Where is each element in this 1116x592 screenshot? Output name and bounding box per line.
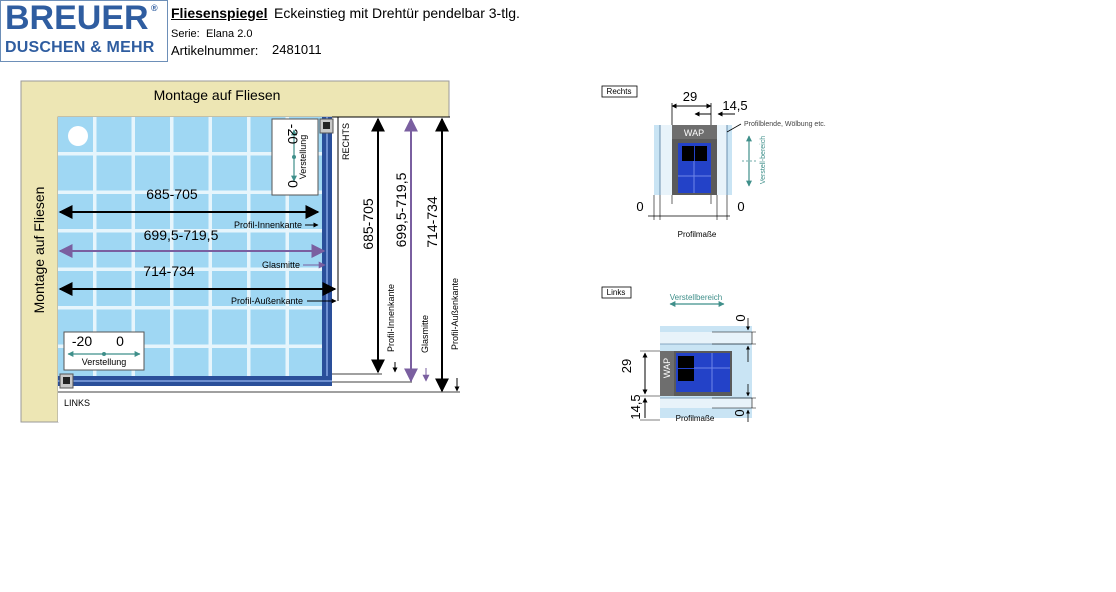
detail-left-tag: Links — [607, 288, 626, 297]
logo-registered: ® — [151, 3, 158, 13]
hdim-glass: 699,5-719,5 — [144, 227, 219, 243]
label-profil-aussenkante: Profil-Außenkante — [231, 296, 303, 306]
vlabel-glasmitte: Glasmitte — [420, 315, 430, 353]
article-number: 2481011 — [272, 42, 322, 57]
hdim-inner: 685-705 — [146, 186, 198, 202]
detail-left-zero-bottom: 0 — [732, 409, 747, 416]
adjust-right-label: Verstellung — [298, 135, 308, 180]
detail-right-range: Verstell-bereich — [760, 136, 767, 184]
detail-left-dim-29: 29 — [619, 359, 634, 373]
detail-right-caption: Profilmaße — [678, 230, 717, 239]
detail-right-wap: WAP — [684, 128, 704, 138]
detail-left-zero-top: 0 — [733, 314, 748, 321]
links-marker: LINKS — [64, 398, 90, 408]
vlabel-profil-aussenkante: Profil-Außenkante — [450, 278, 460, 350]
detail-right-zero-right: 0 — [737, 199, 744, 214]
left-wall-label: Montage auf Fliesen — [31, 187, 47, 314]
detail-right-dim-145: 14,5 — [722, 98, 747, 113]
label-profil-innenkante: Profil-Innenkante — [234, 220, 302, 230]
detail-left-range: Verstellbereich — [670, 293, 722, 302]
vdim-inner: 685-705 — [360, 198, 376, 250]
vdim-glass: 699,5-719,5 — [393, 172, 409, 247]
logo-brand: BREUER — [5, 0, 149, 37]
vdim-outer: 714-734 — [424, 196, 440, 248]
adjust-right-max: 0 — [285, 180, 301, 188]
adjust-left-max: 0 — [116, 333, 124, 349]
detail-right-note: Profilblende, Wölbung etc. — [744, 121, 826, 128]
logo-tagline: DUSCHEN & MEHR — [5, 39, 155, 56]
detail-left-dim-145: 14,5 — [628, 394, 643, 419]
detail-left-wap: WAP — [662, 358, 672, 378]
vlabel-profil-innenkante: Profil-Innenkante — [386, 284, 396, 352]
detail-right-tag: Rechts — [607, 87, 632, 96]
doc-title: Fliesenspiegel — [171, 5, 268, 21]
detail-right-zero-left: 0 — [636, 199, 643, 214]
adjust-left-min: -20 — [72, 333, 92, 349]
detail-right-dim-29: 29 — [683, 89, 697, 104]
hdim-outer: 714-734 — [143, 263, 195, 279]
series-value: Elana 2.0 — [206, 28, 253, 40]
adjust-left-label: Verstellung — [82, 357, 127, 367]
adjust-right-min: -20 — [285, 124, 301, 144]
detail-left-caption: Profilmaße — [676, 414, 715, 423]
article-label: Artikelnummer: — [171, 43, 259, 58]
floor-drain — [68, 126, 88, 146]
brand-logo: BREUER ® DUSCHEN & MEHR — [0, 0, 168, 62]
rechts-marker: RECHTS — [341, 123, 351, 160]
top-wall-label: Montage auf Fliesen — [154, 87, 281, 103]
series-label: Serie: — [171, 28, 200, 40]
label-glasmitte: Glasmitte — [262, 260, 300, 270]
doc-description: Eckeinstieg mit Drehtür pendelbar 3-tlg. — [274, 5, 520, 21]
